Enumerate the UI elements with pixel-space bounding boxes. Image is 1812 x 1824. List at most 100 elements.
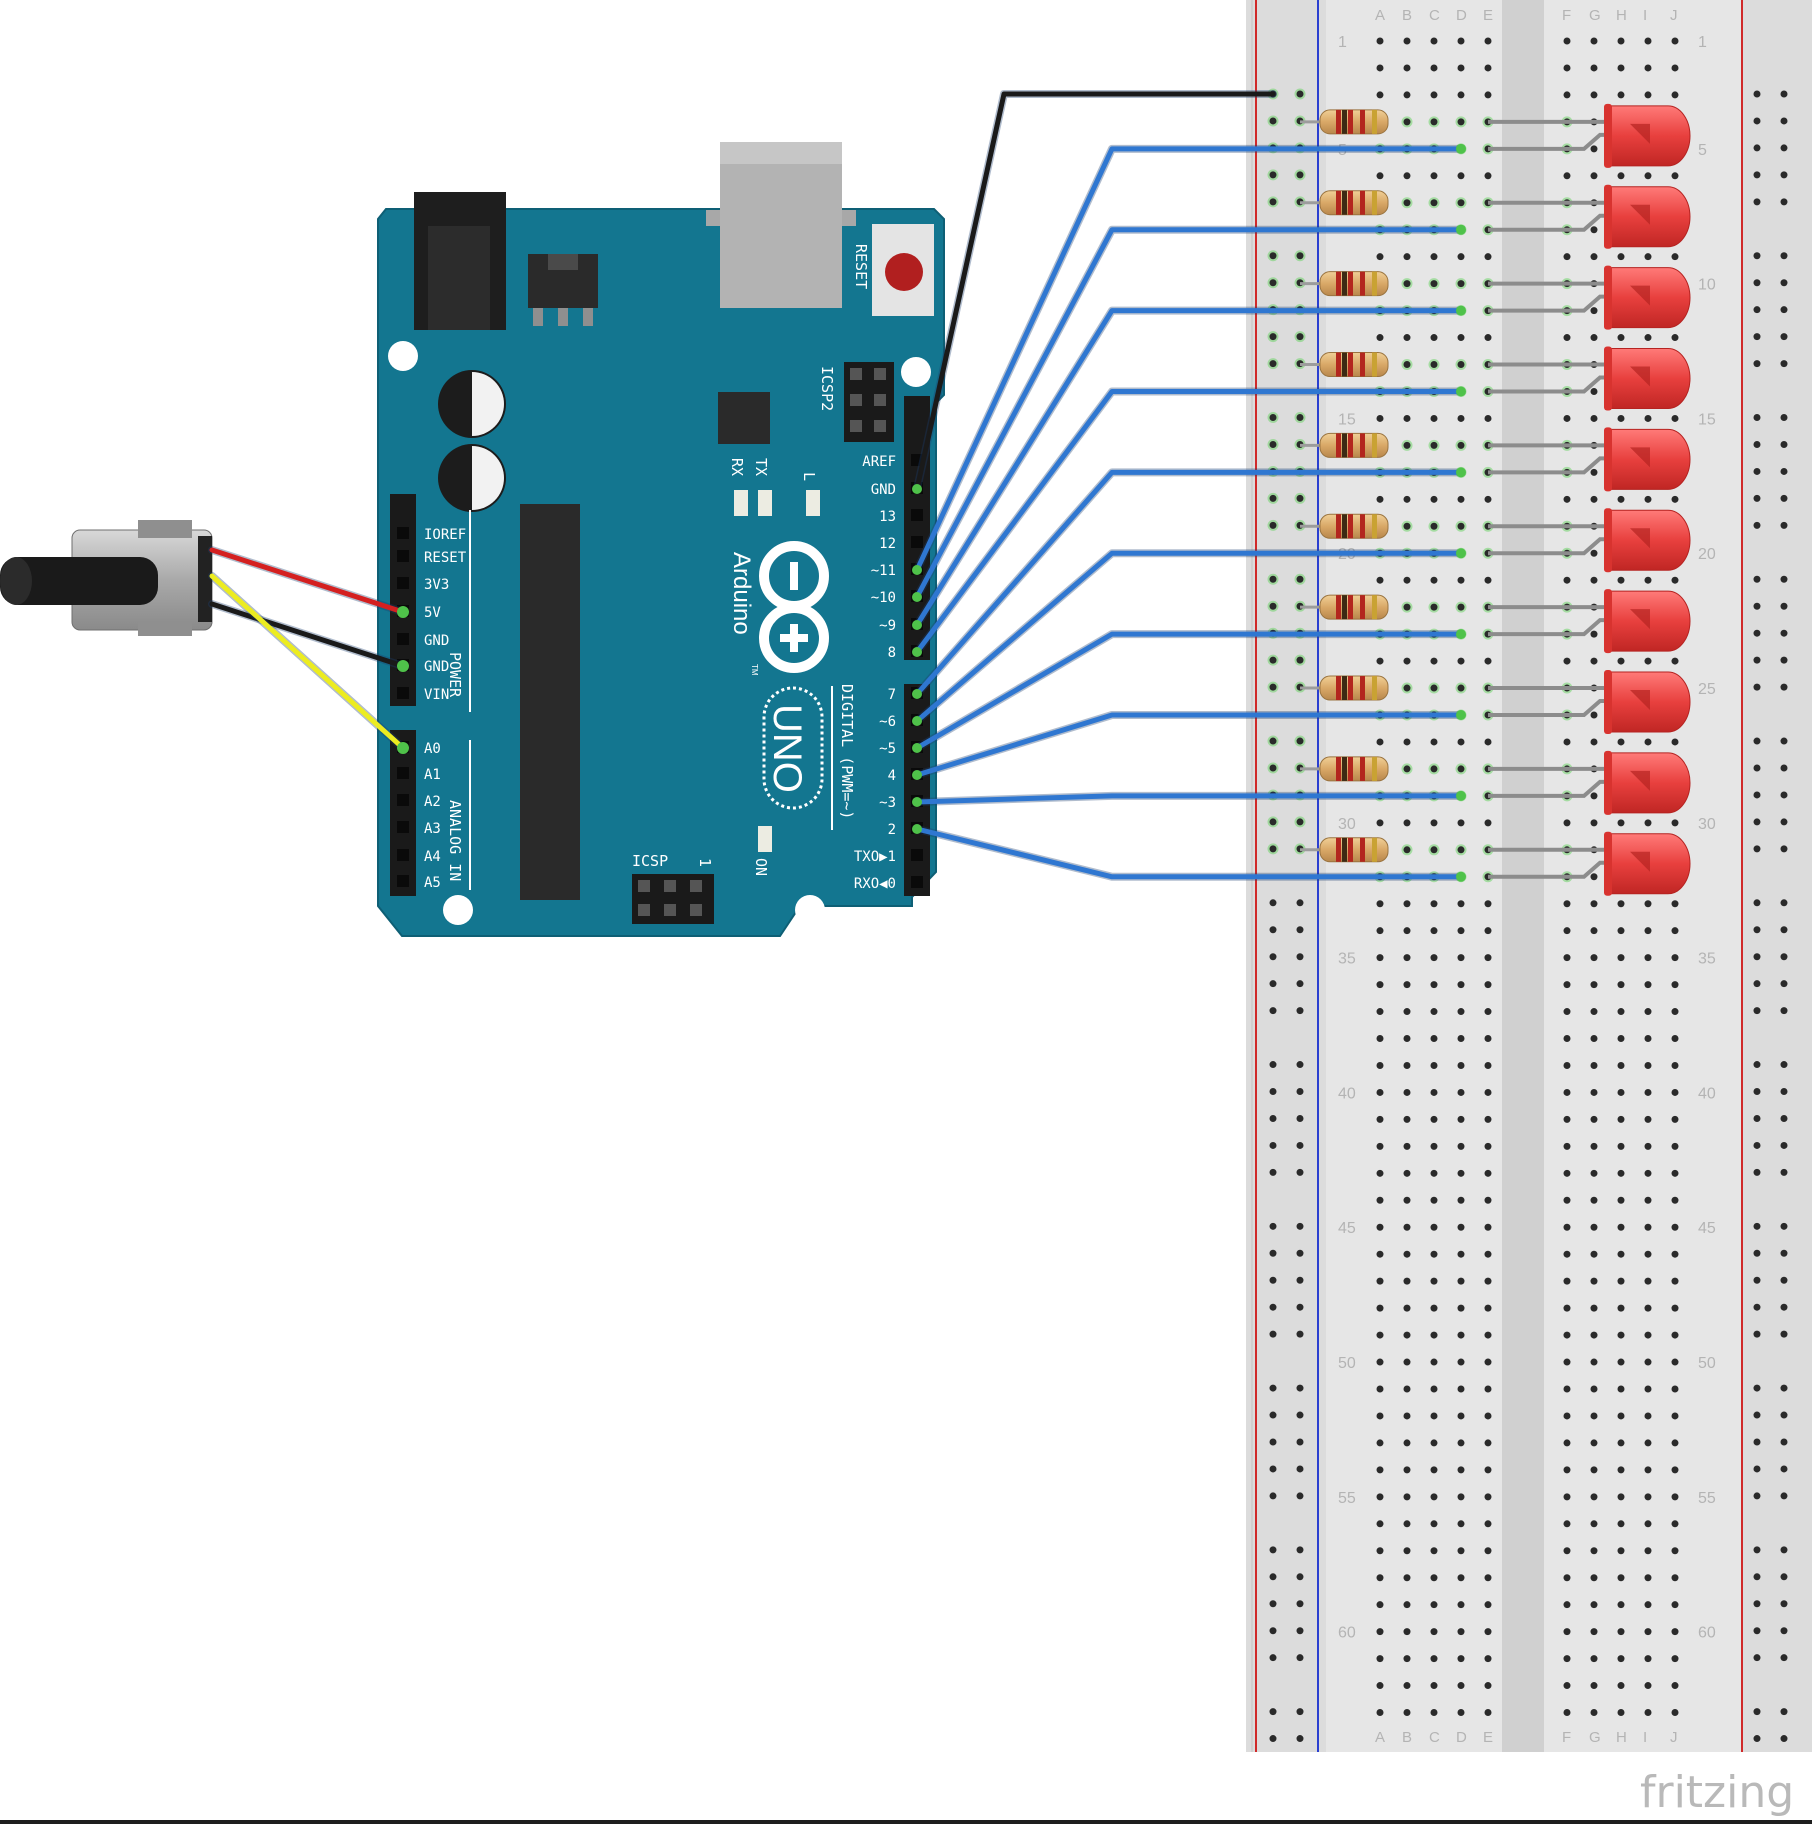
rail-hole [1753,467,1761,475]
rail-hole [1753,252,1761,260]
breadboard-hole [1644,1088,1652,1096]
breadboard-hole [1617,1682,1625,1690]
breadboard-hole [1484,1574,1492,1582]
uno-badge [762,686,824,810]
breadboard-hole [1430,1304,1438,1312]
breadboard-hole [1590,900,1598,908]
rail-hole [1780,1249,1788,1257]
breadboard-hole [1617,1196,1625,1204]
breadboard-hole [1376,1628,1384,1636]
pin-label: A0 [424,741,441,757]
breadboard-hole [1403,1574,1411,1582]
rail-hole [1269,1168,1277,1176]
breadboard-hole [1590,307,1598,315]
pin-label: 8 [888,645,896,661]
column-label: H [1616,7,1627,24]
rail-hole [1780,117,1788,125]
pin-label: RXO◀0 [854,876,896,892]
row-number: 35 [1698,951,1716,968]
breadboard-hole [1430,1277,1438,1285]
breadboard-hole [1430,1358,1438,1366]
breadboard-hole [1671,1412,1679,1420]
header-pin [850,420,862,432]
breadboard-hole [1644,1115,1652,1123]
breadboard-hole [1403,1466,1411,1474]
breadboard-hole [1644,1439,1652,1447]
breadboard-hole [1376,1655,1384,1663]
breadboard-hole [1457,1088,1465,1096]
breadboard-hole [1617,1655,1625,1663]
header-pin [874,368,886,380]
breadboard-hole [1590,226,1598,234]
pin-label: 2 [888,822,896,838]
rail-hole [1780,1654,1788,1662]
pin-label: 5V [424,605,441,621]
breadboard-hole [1457,172,1465,180]
breadboard-hole [1644,253,1652,261]
resistor [1319,432,1389,458]
breadboard-hole [1671,1088,1679,1096]
on-led [758,826,772,852]
arduino-uno-board: RESET ICSP2 ICSP 1 RX TX L ON [377,142,945,937]
breadboard-hole [1590,1223,1598,1231]
breadboard-hole [1563,981,1571,989]
breadboard-hole [1617,1628,1625,1636]
breadboard-hole [1430,441,1438,449]
rail-hole [1296,1168,1304,1176]
header-pin [874,394,886,406]
breadboard-hole [1403,1412,1411,1420]
breadboard-hole [1644,414,1652,422]
column-label: D [1456,7,1467,24]
breadboard-hole [1430,1655,1438,1663]
breadboard-hole [1563,1331,1571,1339]
rail-hole [1296,656,1304,664]
breadboard-hole [1403,846,1411,854]
breadboard-hole [1403,37,1411,45]
breadboard-components [1300,103,1691,896]
breadboard-hole [1671,37,1679,45]
breadboard-hole [1484,576,1492,584]
rail-hole [1753,360,1761,368]
signal-wire [914,631,1464,751]
column-label: G [1589,1729,1601,1746]
breadboard-hole [1457,1223,1465,1231]
breadboard-hole [1590,468,1598,476]
digital-label: DIGITAL (PWM=~) [838,684,856,819]
breadboard-hole [1671,1196,1679,1204]
rail-hole [1269,1654,1277,1662]
breadboard-hole [1563,576,1571,584]
breadboard-hole [1671,1709,1679,1717]
breadboard-hole [1376,576,1384,584]
breadboard-hole [1563,91,1571,99]
rail-hole [1780,791,1788,799]
breadboard-hole [1617,1304,1625,1312]
breadboard-hole [1590,253,1598,261]
breadboard-hole [1376,334,1384,342]
breadboard-hole [1563,1412,1571,1420]
breadboard-hole [1457,1385,1465,1393]
breadboard-hole [1430,1035,1438,1043]
row-number: 45 [1698,1220,1716,1237]
atmega-chip [520,504,580,900]
breadboard-hole [1617,1709,1625,1717]
column-label: C [1429,1729,1440,1746]
breadboard-hole [1457,1061,1465,1069]
breadboard-hole [1457,1331,1465,1339]
rail-hole [1269,333,1277,341]
rail-hole [1296,818,1304,826]
rail-hole [1753,1249,1761,1257]
row-number: 5 [1698,142,1707,159]
breadboard-hole [1563,657,1571,665]
breadboard-hole [1563,1709,1571,1717]
breadboard-hole [1617,981,1625,989]
breadboard-hole [1484,1169,1492,1177]
breadboard-hole [1617,900,1625,908]
breadboard-hole [1644,1682,1652,1690]
breadboard-hole [1590,1385,1598,1393]
breadboard-hole [1484,1601,1492,1609]
rail-hole [1753,1114,1761,1122]
rail-hole [1753,926,1761,934]
pin-label: TXO▶1 [854,849,896,865]
signal-wire [914,550,1464,724]
breadboard-hole [1617,657,1625,665]
